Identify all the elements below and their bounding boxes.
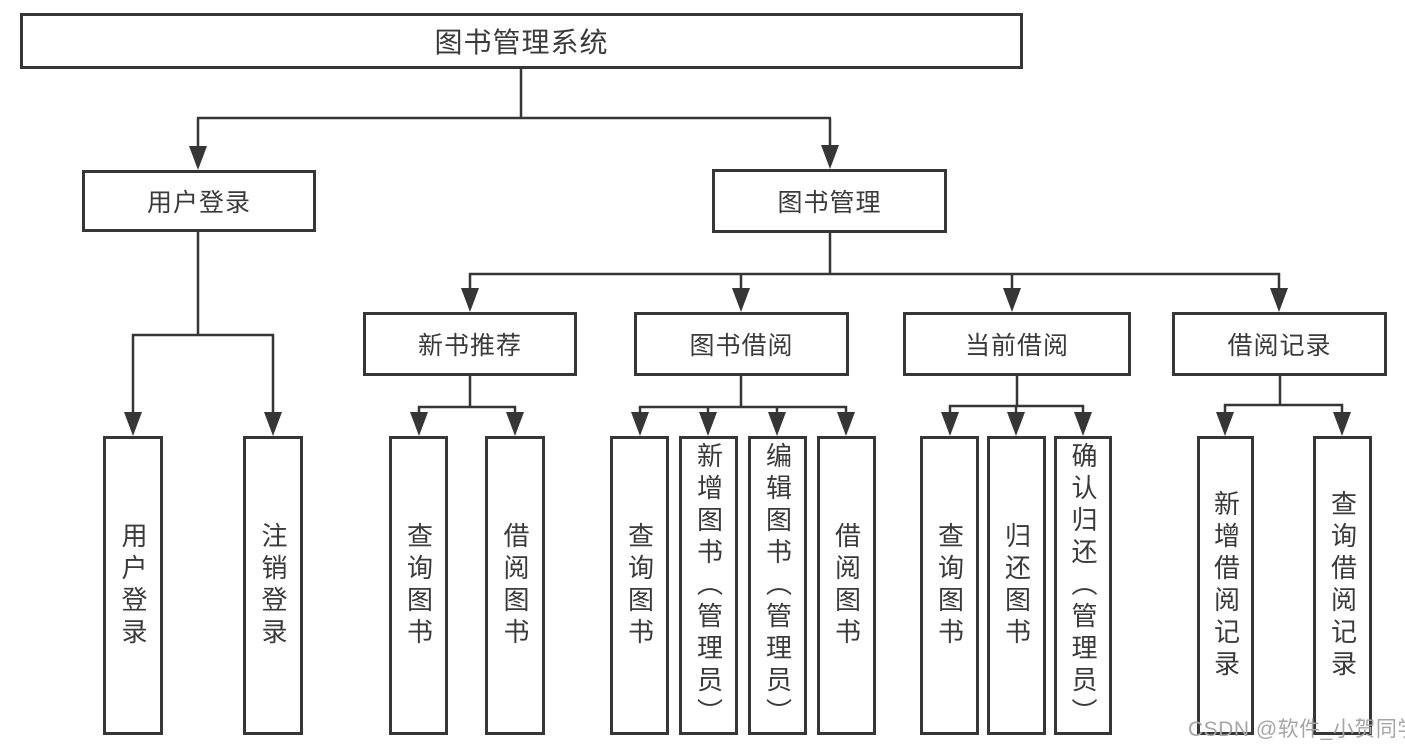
- arrow-down-icon: [461, 288, 479, 312]
- leaf-nb-borrow-books-label: 借阅图书: [500, 521, 530, 650]
- leaf-nb-query-books: 查询图书: [389, 436, 448, 735]
- leaf-cb-query-books: 查询图书: [920, 436, 979, 735]
- leaf-br-query-record-label: 查询借阅记录: [1327, 489, 1358, 682]
- node-current-borrow: 当前借阅: [903, 312, 1131, 376]
- leaf-cb-return-books: 归还图书: [987, 436, 1046, 735]
- node-user-login-label: 用户登录: [146, 189, 251, 217]
- leaf-nb-query-books-label: 查询图书: [403, 521, 434, 650]
- node-new-book-rec-label: 新书推荐: [417, 332, 522, 360]
- leaf-cb-confirm-return-label: 确认归还（管理员）: [1068, 441, 1098, 730]
- leaf-logout-label: 注销登录: [258, 521, 288, 650]
- node-borrow-records: 借阅记录: [1172, 312, 1387, 376]
- node-borrow-records-label: 借阅记录: [1227, 332, 1332, 360]
- leaf-logout: 注销登录: [243, 436, 303, 735]
- arrow-down-icon: [410, 412, 428, 436]
- leaf-bb-borrow-books: 借阅图书: [817, 436, 876, 735]
- leaf-bb-edit-books: 编辑图书（管理员）: [748, 436, 807, 735]
- node-current-borrow-label: 当前借阅: [964, 332, 1069, 360]
- leaf-user-login-label: 用户登录: [118, 521, 148, 650]
- leaf-bb-borrow-books-label: 借阅图书: [831, 521, 862, 650]
- leaf-br-query-record: 查询借阅记录: [1313, 436, 1372, 735]
- node-book-borrow-label: 图书借阅: [689, 332, 794, 360]
- node-user-login: 用户登录: [82, 170, 316, 232]
- arrow-down-icon: [1003, 288, 1021, 312]
- arrow-down-icon: [1216, 412, 1234, 436]
- leaf-bb-add-books-label: 新增图书（管理员）: [693, 441, 724, 730]
- arrow-down-icon: [941, 412, 959, 436]
- arrow-down-icon: [732, 288, 750, 312]
- leaf-cb-confirm-return: 确认归还（管理员）: [1054, 436, 1112, 735]
- leaf-br-add-record-label: 新增借阅记录: [1210, 489, 1241, 682]
- arrow-down-icon: [837, 412, 855, 436]
- leaf-bb-add-books: 新增图书（管理员）: [679, 436, 738, 735]
- watermark: CSDN @软件_小贺同学: [1188, 718, 1405, 741]
- arrow-down-icon: [264, 412, 282, 436]
- arrow-down-icon: [768, 412, 786, 436]
- node-root: 图书管理系统: [20, 13, 1023, 69]
- arrow-down-icon: [1333, 412, 1351, 436]
- node-book-borrow: 图书借阅: [634, 312, 849, 376]
- leaf-bb-query-books: 查询图书: [610, 436, 669, 735]
- arrow-down-icon: [1074, 412, 1092, 436]
- leaf-bb-edit-books-label: 编辑图书（管理员）: [762, 441, 793, 730]
- arrow-down-icon: [631, 412, 649, 436]
- arrow-down-icon: [189, 146, 207, 170]
- leaf-cb-return-books-label: 归还图书: [1001, 521, 1032, 650]
- arrowheads: [124, 145, 1351, 436]
- node-book-mgmt-label: 图书管理: [777, 189, 882, 217]
- leaf-br-add-record: 新增借阅记录: [1197, 436, 1254, 735]
- node-new-book-rec: 新书推荐: [363, 312, 577, 376]
- arrow-down-icon: [821, 145, 839, 169]
- arrow-down-icon: [506, 412, 524, 436]
- leaf-cb-query-books-label: 查询图书: [934, 521, 965, 650]
- leaf-nb-borrow-books: 借阅图书: [485, 436, 545, 735]
- leaf-bb-query-books-label: 查询图书: [624, 521, 655, 650]
- arrow-down-icon: [1270, 288, 1288, 312]
- node-root-label: 图书管理系统: [434, 27, 609, 58]
- arrow-down-icon: [1007, 412, 1025, 436]
- leaf-user-login: 用户登录: [103, 436, 163, 735]
- arrow-down-icon: [699, 412, 717, 436]
- arrow-down-icon: [124, 412, 142, 436]
- node-book-mgmt: 图书管理: [712, 169, 947, 233]
